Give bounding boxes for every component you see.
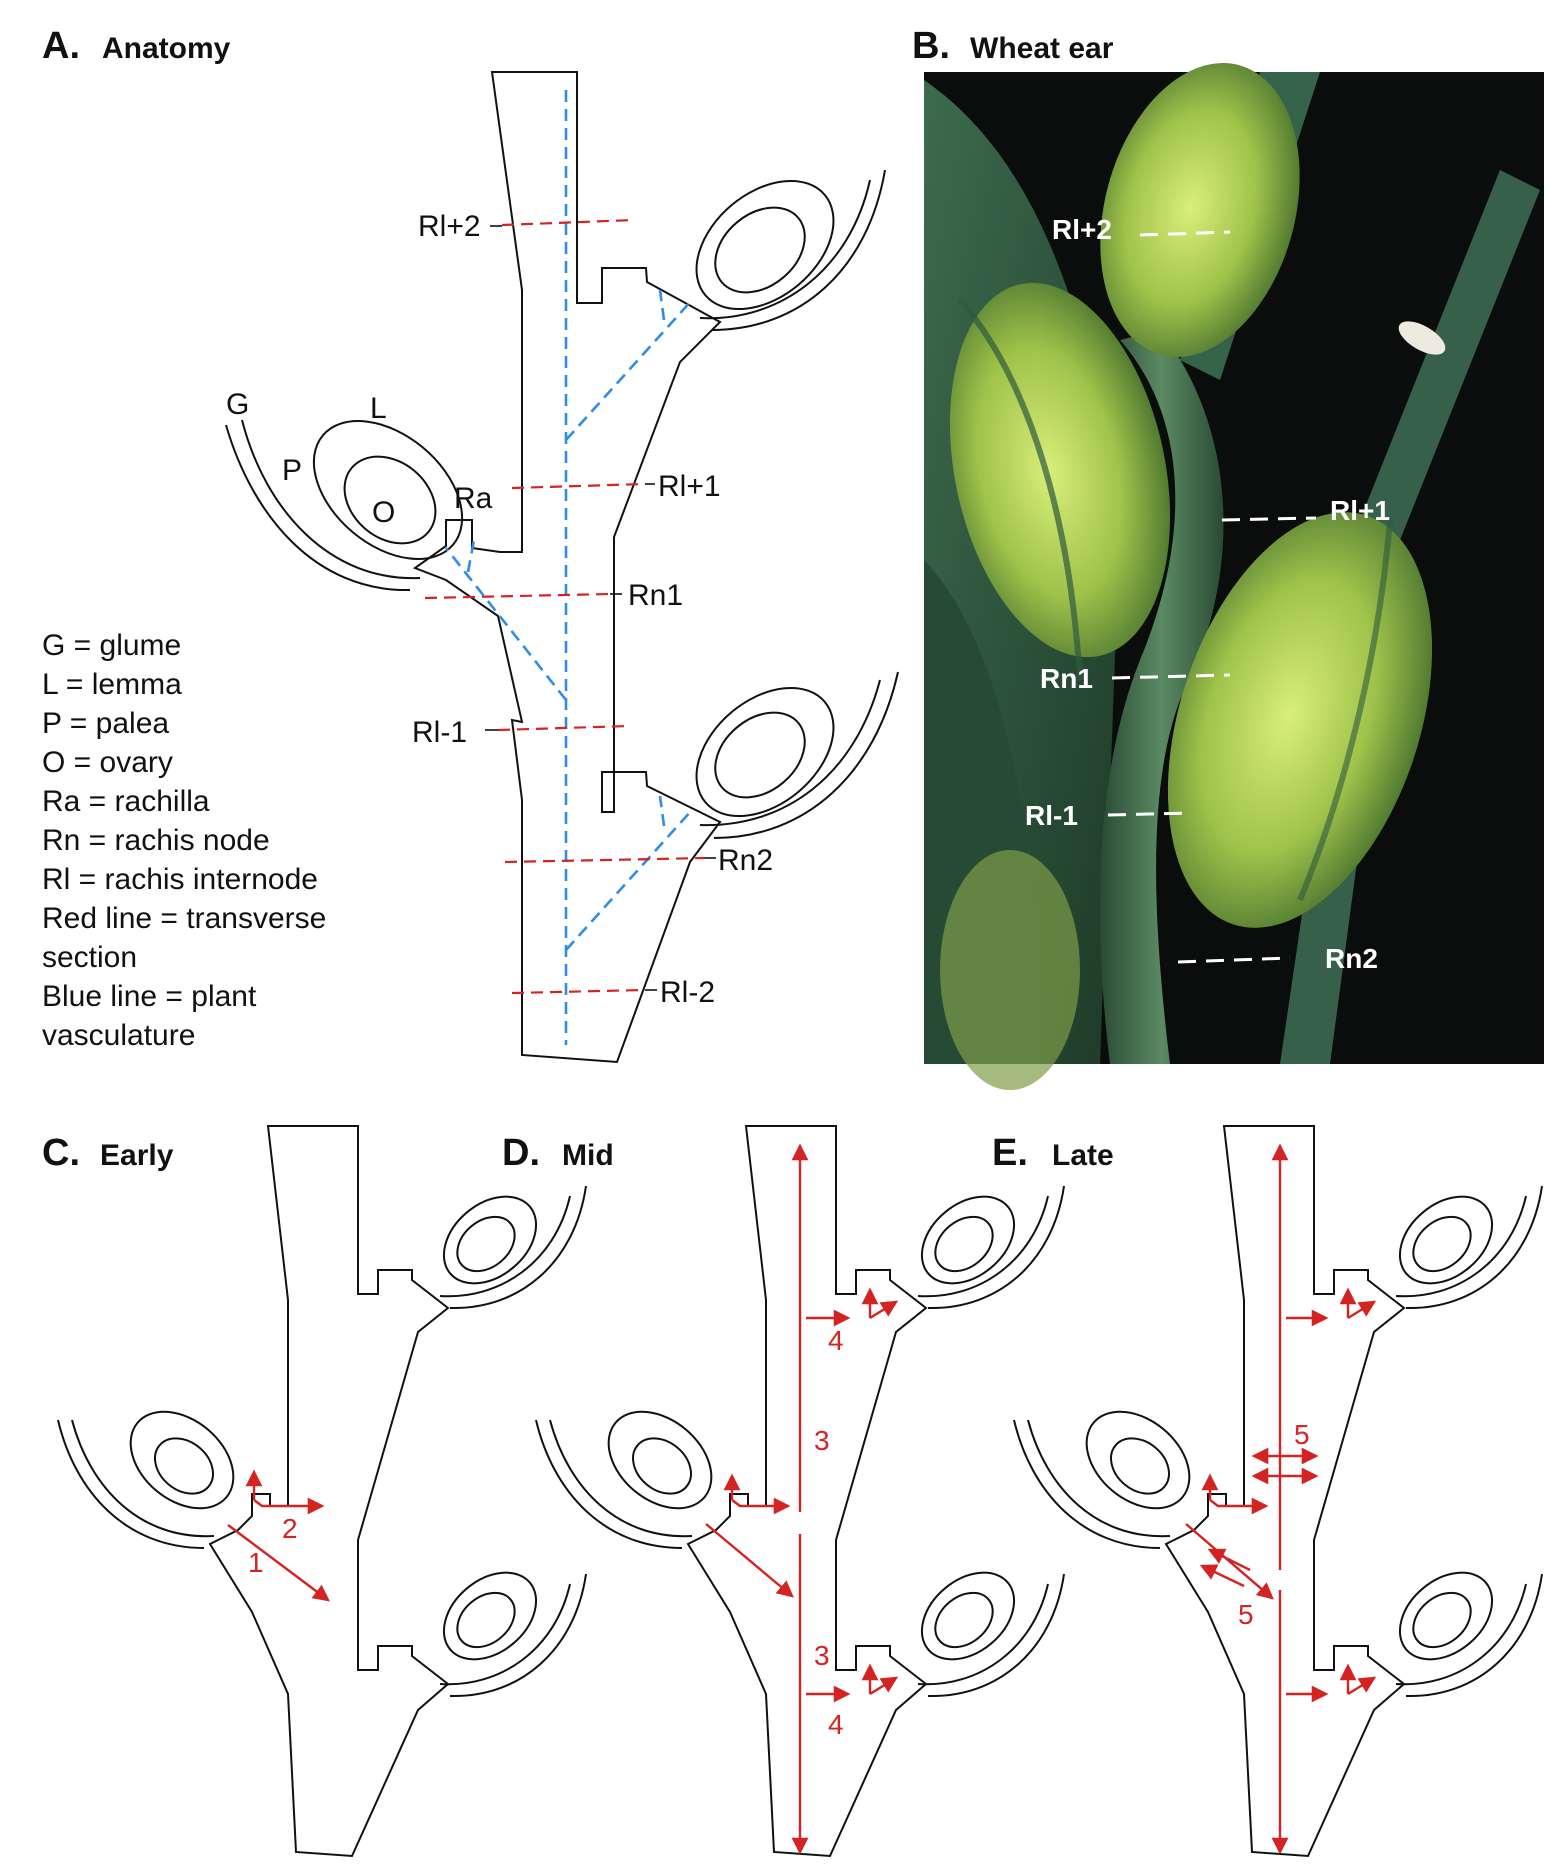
panel-a-letter: A. bbox=[42, 25, 80, 67]
wheat-ear-photo bbox=[924, 63, 1544, 1090]
photo-label-rl-plus2: Rl+2 bbox=[1052, 214, 1112, 245]
label-rl-plus1: Rl+1 bbox=[658, 470, 721, 503]
arrow-label-d-4a: 4 bbox=[828, 1325, 844, 1356]
panel-c-letter: C. bbox=[42, 1132, 80, 1174]
panel-d-letter: D. bbox=[502, 1132, 540, 1174]
arrow-e-lower-diag bbox=[1347, 1676, 1377, 1696]
panel-e: E. Late bbox=[992, 1125, 1543, 1858]
arrow-label-d-4b: 4 bbox=[828, 1709, 844, 1740]
panel-b-letter: B. bbox=[912, 25, 950, 67]
vasculature-lines bbox=[444, 90, 693, 1045]
spikelet-lower-right bbox=[695, 671, 899, 839]
photo-label-rl-plus1: Rl+1 bbox=[1330, 495, 1390, 526]
arrow-e-5-rachilla-a bbox=[1207, 1548, 1251, 1572]
label-rl-minus1: Rl-1 bbox=[412, 716, 467, 749]
arrow-e-upper-diag bbox=[1347, 1300, 1377, 1320]
legend-line: L = lemma bbox=[42, 668, 182, 701]
panel-e-diagram: 5 5 bbox=[1013, 1125, 1543, 1858]
arrow-d-rachilla-diag bbox=[705, 1523, 794, 1598]
arrow-label-e-5b: 5 bbox=[1238, 1599, 1254, 1630]
panel-d-title: Mid bbox=[562, 1139, 614, 1172]
label-ovary: O bbox=[372, 496, 395, 529]
panel-a: A. Anatomy bbox=[42, 25, 899, 1064]
label-rn2: Rn2 bbox=[718, 844, 773, 877]
arrow-d-lower-diag bbox=[869, 1676, 899, 1696]
label-rl-plus2: Rl+2 bbox=[418, 210, 481, 243]
photo-dash-rl-minus1 bbox=[1107, 811, 1193, 817]
legend: G = glume L = lemma P = palea O = ovary … bbox=[42, 629, 326, 1052]
arrow-label-e-5a: 5 bbox=[1294, 1419, 1310, 1450]
panel-e-title: Late bbox=[1052, 1139, 1114, 1172]
arrow-label-d-3b: 3 bbox=[814, 1640, 830, 1671]
panel-b-title: Wheat ear bbox=[970, 32, 1114, 65]
panel-d: D. Mid bbox=[502, 1125, 1065, 1858]
label-palea: P bbox=[282, 454, 302, 487]
label-lemma: L bbox=[370, 392, 387, 425]
panel-b: B. Wheat ear Rl+2 R bbox=[912, 25, 1544, 1090]
legend-line: O = ovary bbox=[42, 746, 173, 779]
photo-label-rl-minus1: Rl-1 bbox=[1025, 800, 1078, 831]
arrow-c-1 bbox=[227, 1524, 331, 1602]
arrow-e-rachilla-diag bbox=[1185, 1523, 1274, 1600]
arrow-e-rachilla-right bbox=[1209, 1497, 1269, 1515]
photo-dash-rn2 bbox=[1177, 956, 1291, 964]
photo-dash-rl-plus2 bbox=[1139, 230, 1231, 237]
legend-line: Blue line = plant bbox=[42, 980, 257, 1013]
panel-a-title: Anatomy bbox=[102, 32, 231, 65]
transverse-section-lines bbox=[424, 218, 706, 995]
panel-d-diagram: 3 4 3 4 bbox=[535, 1125, 1065, 1858]
legend-line: Rl = rachis internode bbox=[42, 863, 318, 896]
label-glume: G bbox=[226, 388, 249, 421]
legend-line: G = glume bbox=[42, 629, 181, 662]
arrow-c-2-right bbox=[253, 1497, 325, 1515]
panel-c: C. Early 1 2 bbox=[42, 1125, 587, 1858]
photo-dash-rn1 bbox=[1111, 673, 1231, 680]
arrow-label-c-1: 1 bbox=[248, 1547, 264, 1578]
label-rn1: Rn1 bbox=[628, 579, 683, 612]
spikelet-upper-right bbox=[695, 169, 886, 331]
photo-dash-rl-plus1 bbox=[1221, 516, 1317, 522]
panel-c-title: Early bbox=[100, 1139, 174, 1172]
photo-label-rn2: Rn2 bbox=[1325, 943, 1378, 974]
legend-line: vasculature bbox=[42, 1019, 195, 1052]
arrow-label-d-3a: 3 bbox=[814, 1425, 830, 1456]
panel-e-letter: E. bbox=[992, 1132, 1028, 1174]
legend-line: section bbox=[42, 941, 137, 974]
arrow-d-rachilla-right bbox=[731, 1497, 791, 1515]
rachis-outline bbox=[412, 71, 722, 1064]
legend-line: Red line = transverse bbox=[42, 902, 326, 935]
arrow-d-upper-diag bbox=[869, 1300, 899, 1320]
arrow-label-c-2: 2 bbox=[282, 1513, 298, 1544]
legend-line: Rn = rachis node bbox=[42, 824, 270, 857]
label-rachilla: Ra bbox=[454, 482, 493, 515]
legend-line: P = palea bbox=[42, 707, 169, 740]
panel-c-diagram: 1 2 bbox=[57, 1125, 587, 1858]
legend-line: Ra = rachilla bbox=[42, 785, 210, 818]
label-rl-minus2: Rl-2 bbox=[660, 976, 715, 1009]
photo-label-rn1: Rn1 bbox=[1040, 663, 1093, 694]
spikelet-left bbox=[225, 419, 464, 592]
arrow-e-5-rachilla-b bbox=[1199, 1564, 1245, 1588]
